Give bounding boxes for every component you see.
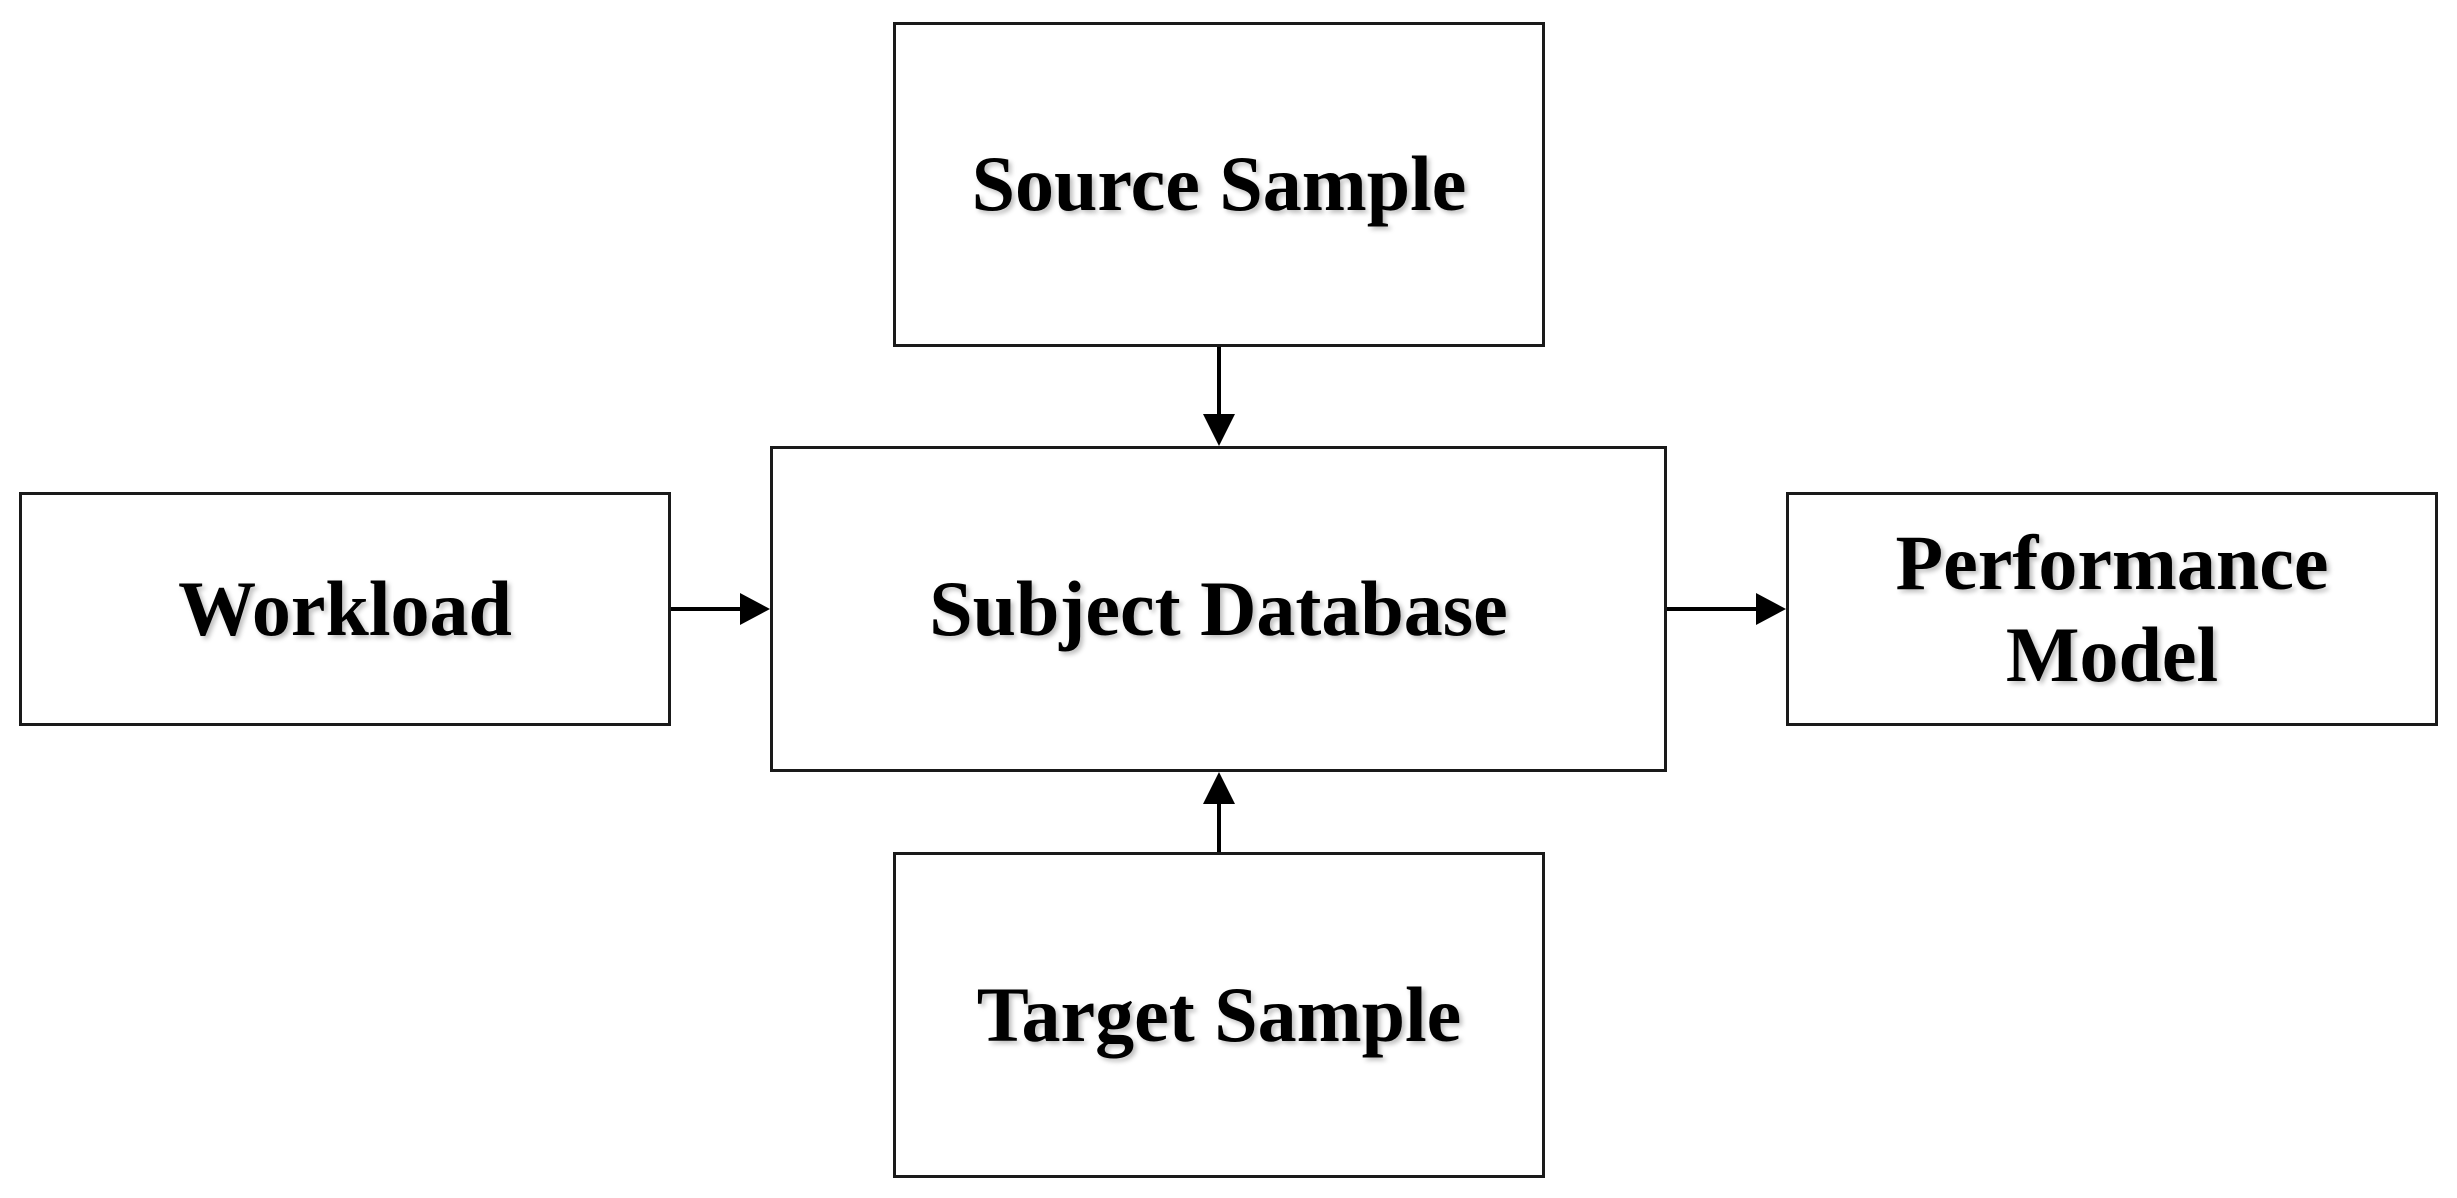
target-sample-label: Target Sample: [976, 970, 1462, 1058]
arrow-workload-to-subject: [671, 593, 770, 625]
performance-model-label: Performance Model: [1895, 518, 2329, 698]
workload-box: Workload: [19, 492, 671, 726]
source-sample-label: Source Sample: [971, 140, 1467, 228]
performance-model-box: Performance Model: [1786, 492, 2438, 726]
subject-database-label: Subject Database: [929, 564, 1508, 652]
arrow-target-to-subject: [1203, 772, 1235, 852]
target-sample-box: Target Sample: [893, 852, 1545, 1178]
workload-label: Workload: [178, 564, 512, 652]
arrow-subject-to-performance: [1667, 593, 1786, 625]
arrow-source-to-subject: [1203, 347, 1235, 446]
subject-database-box: Subject Database: [770, 446, 1667, 772]
source-sample-box: Source Sample: [893, 22, 1545, 347]
